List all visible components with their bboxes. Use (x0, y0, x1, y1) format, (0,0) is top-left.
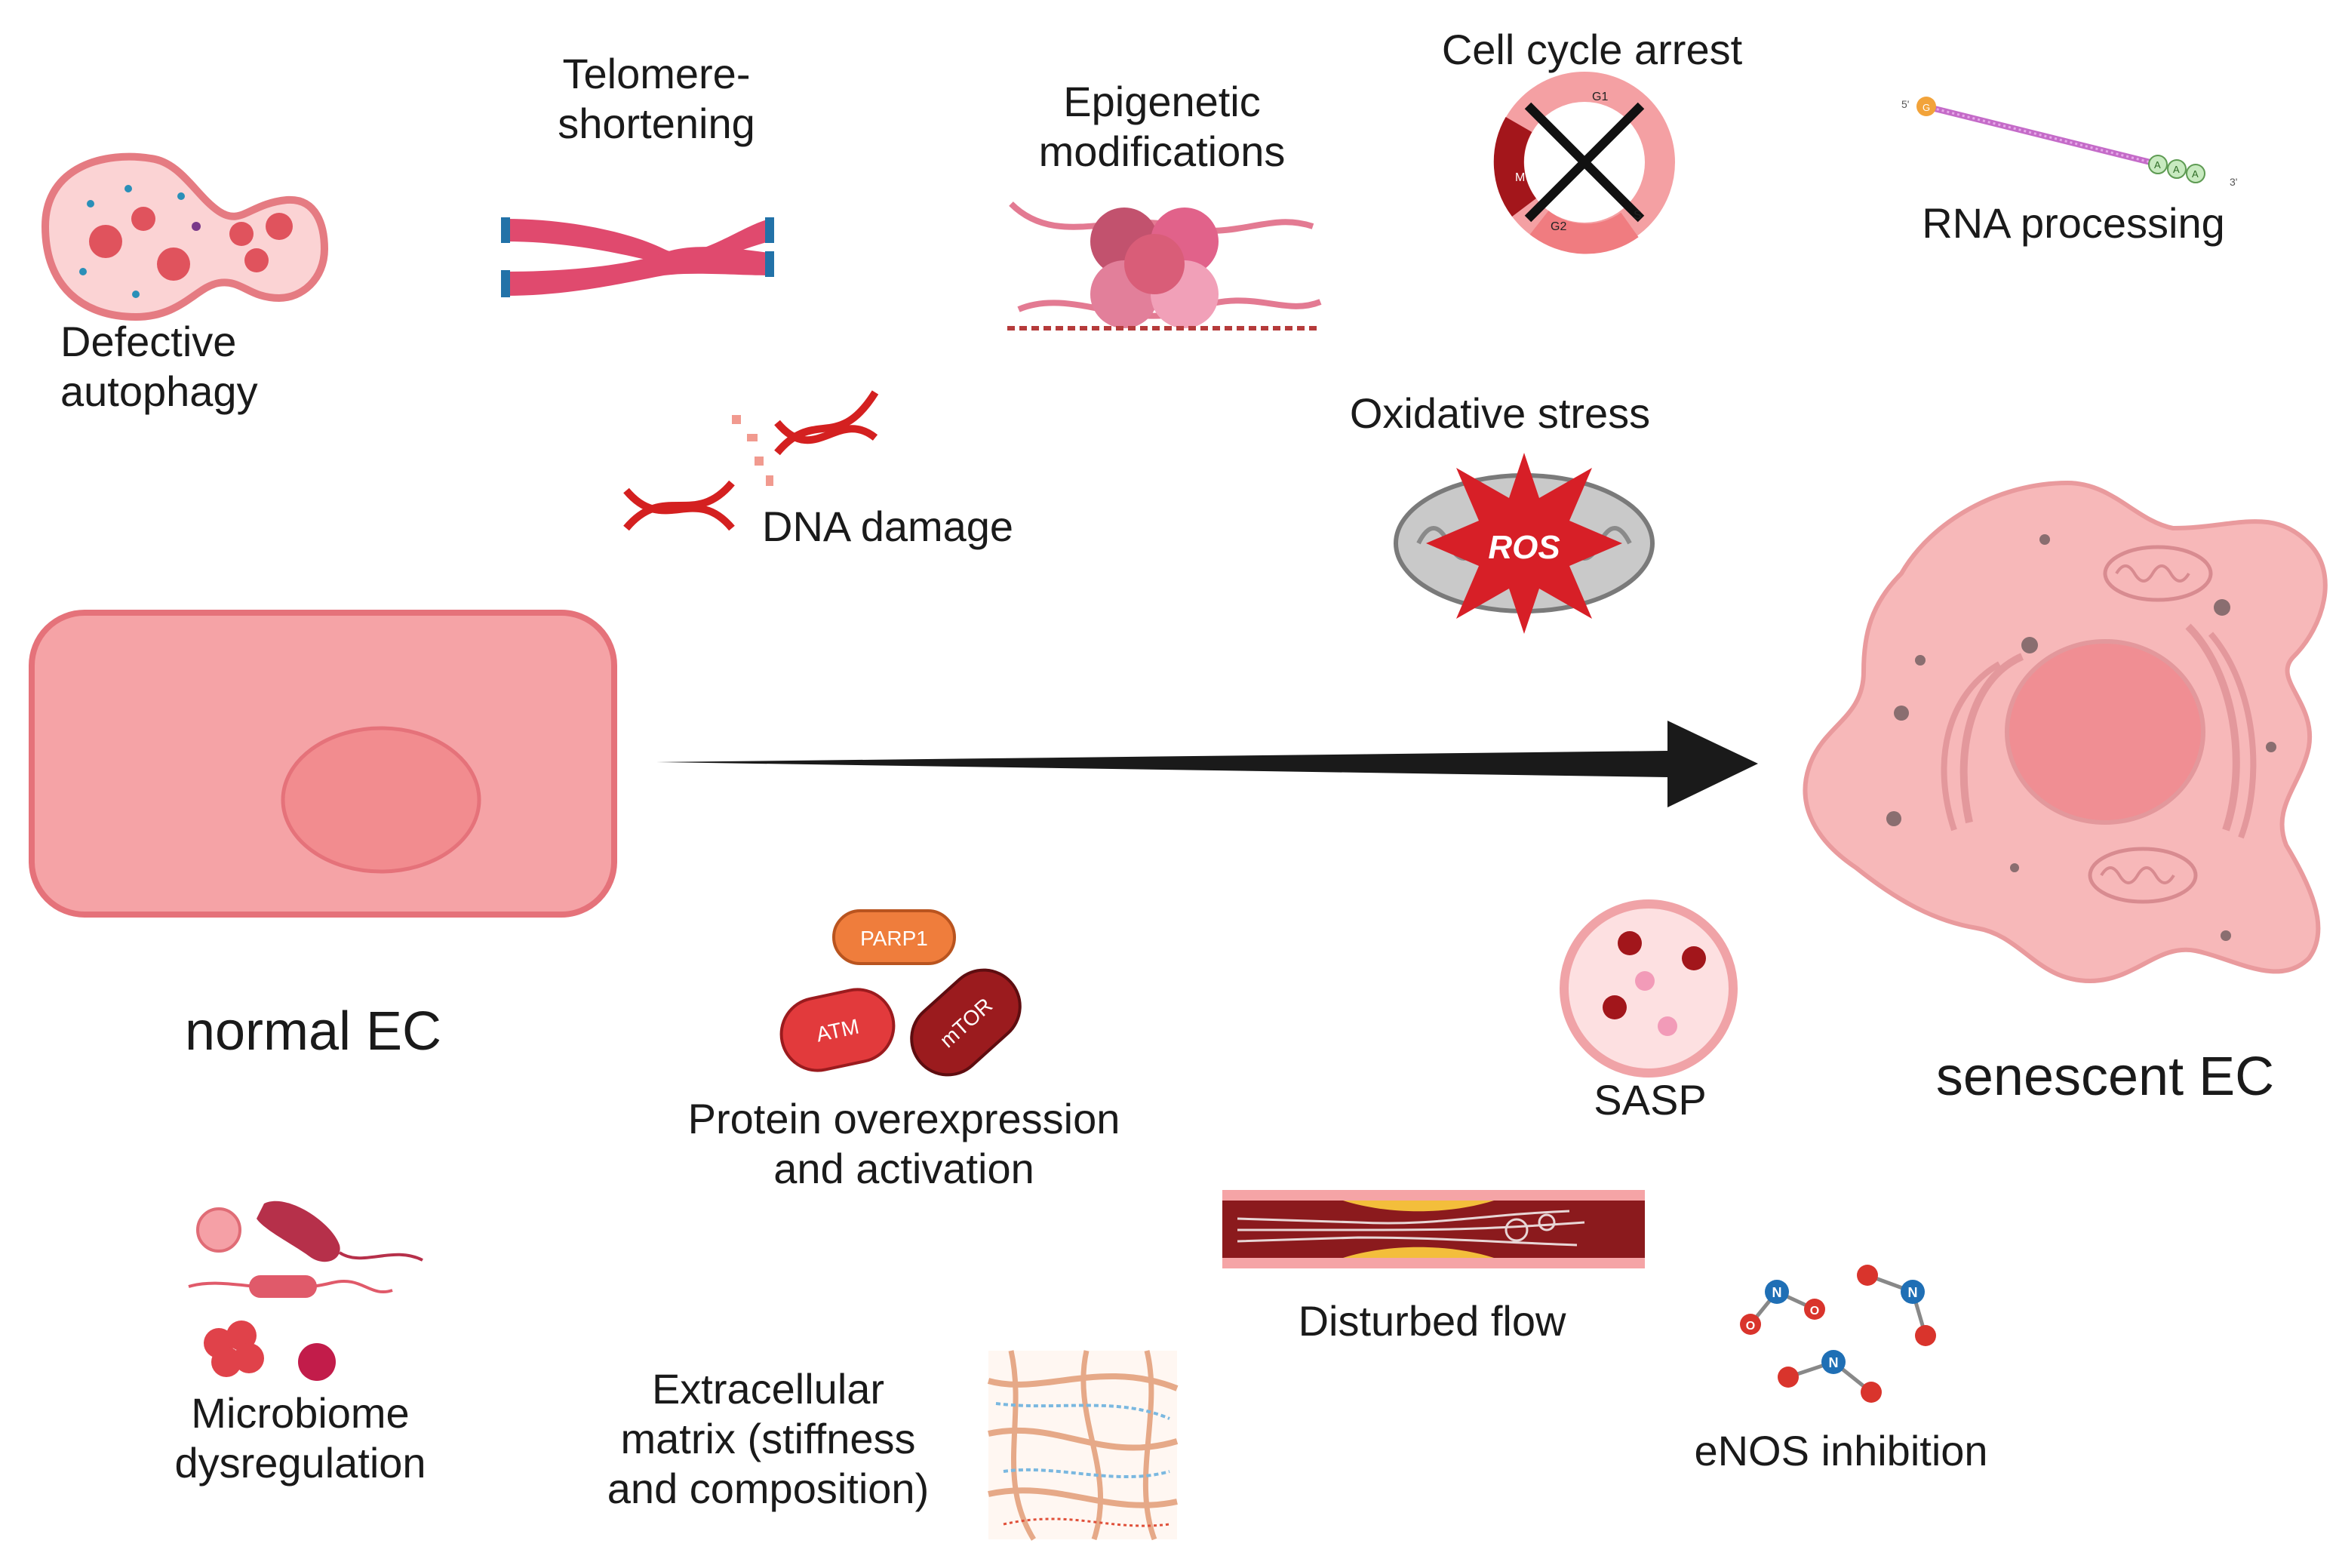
ros-label: ROS (1488, 529, 1560, 566)
svg-text:O: O (1810, 1305, 1819, 1317)
blood-vessel-icon (1222, 1190, 1645, 1268)
parp1-label: PARP1 (860, 927, 928, 950)
chromosome-icon (501, 217, 774, 297)
svg-text:A: A (2192, 168, 2199, 180)
cycle-g1-label: G1 (1592, 91, 1608, 103)
mitochondrion-bottom (2088, 847, 2198, 904)
rna-icon: 5' G A A A 3' (1901, 97, 2237, 188)
mitochondrion-top (2103, 545, 2213, 602)
svg-text:N: N (1829, 1355, 1839, 1370)
label-cell-cycle-arrest: Cell cycle arrest (1441, 26, 1743, 73)
nucleosome-icon (1007, 201, 1322, 331)
microbiome-icon (188, 1201, 423, 1381)
senescent-ec-nucleus (2005, 639, 2205, 825)
cycle-m-label: M (1515, 171, 1525, 184)
no-n-label: N (1772, 1285, 1782, 1300)
dna-damage-icon (623, 390, 879, 531)
label-oxidative-stress: Oxidative stress (1349, 389, 1651, 437)
label-epigenetic-modifications: Epigenetic modifications (1038, 78, 1286, 176)
label-sasp: SASP (1594, 1076, 1707, 1124)
label-normal-ec: normal EC (184, 1001, 442, 1062)
cycle-s-label: S (1634, 209, 1642, 222)
cycle-g2-label: G2 (1551, 220, 1566, 233)
rna-cap-label: G (1923, 102, 1930, 113)
rna-5prime-label: 5' (1901, 98, 1909, 110)
svg-text:N: N (1908, 1285, 1918, 1300)
label-microbiome-dysregulation: Microbiome dysregulation (174, 1389, 426, 1487)
cell-cycle-icon: G1 M G2 S (1493, 72, 1675, 254)
label-enos-inhibition: eNOS inhibition (1694, 1427, 1988, 1474)
svg-text:A: A (2154, 159, 2161, 171)
label-defective-autophagy: Defective autophagy (60, 318, 258, 416)
parp1-pill (832, 909, 956, 965)
ecm-fibers-icon (987, 1350, 1179, 1541)
atm-pill (779, 988, 896, 1072)
protein-icon: PARP1 ATM mTOR (779, 909, 1022, 1077)
label-telomere-shortening: Telomere- shortening (558, 50, 755, 148)
label-disturbed-flow: Disturbed flow (1298, 1297, 1566, 1345)
autophagy-icon (41, 152, 329, 321)
normal-ec-nucleus (281, 726, 481, 874)
mtor-pill (910, 968, 1022, 1077)
progression-arrow (656, 721, 1758, 807)
label-extracellular-matrix: Extracellular matrix (stiffness and comp… (607, 1365, 930, 1513)
mitochondria-ros-icon: ROS (1394, 453, 1655, 634)
no-molecules-icon: N O O N N (1740, 1265, 1936, 1403)
sasp-vesicle-icon (1560, 899, 1738, 1078)
no-o-label: O (1746, 1320, 1755, 1333)
senescent-ec-cell (1803, 480, 2328, 984)
svg-text:A: A (2173, 164, 2180, 175)
label-protein-overexpression: Protein overexpression and activation (687, 1095, 1120, 1193)
normal-ec-cell (29, 610, 617, 918)
label-senescent-ec: senescent EC (1935, 1047, 2275, 1107)
label-rna-processing: RNA processing (1922, 199, 2225, 247)
label-dna-damage: DNA damage (762, 503, 1014, 550)
rna-3prime-label: 3' (2230, 176, 2237, 188)
